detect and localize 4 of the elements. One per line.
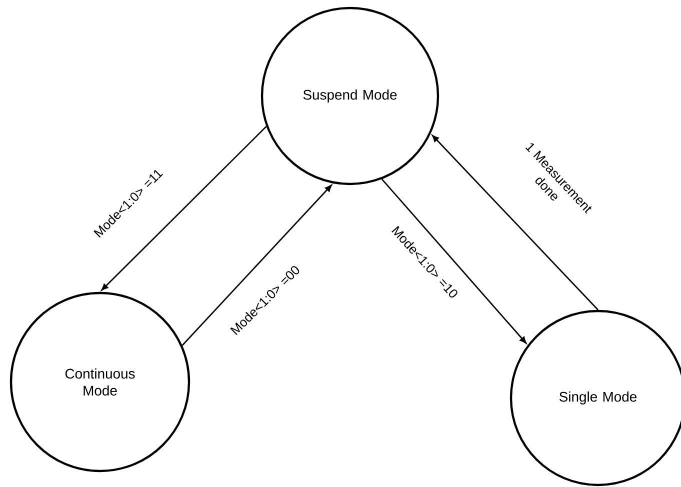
arrow — [432, 134, 598, 310]
arrow — [182, 184, 332, 346]
arrow — [381, 178, 526, 344]
arrow — [101, 126, 267, 291]
